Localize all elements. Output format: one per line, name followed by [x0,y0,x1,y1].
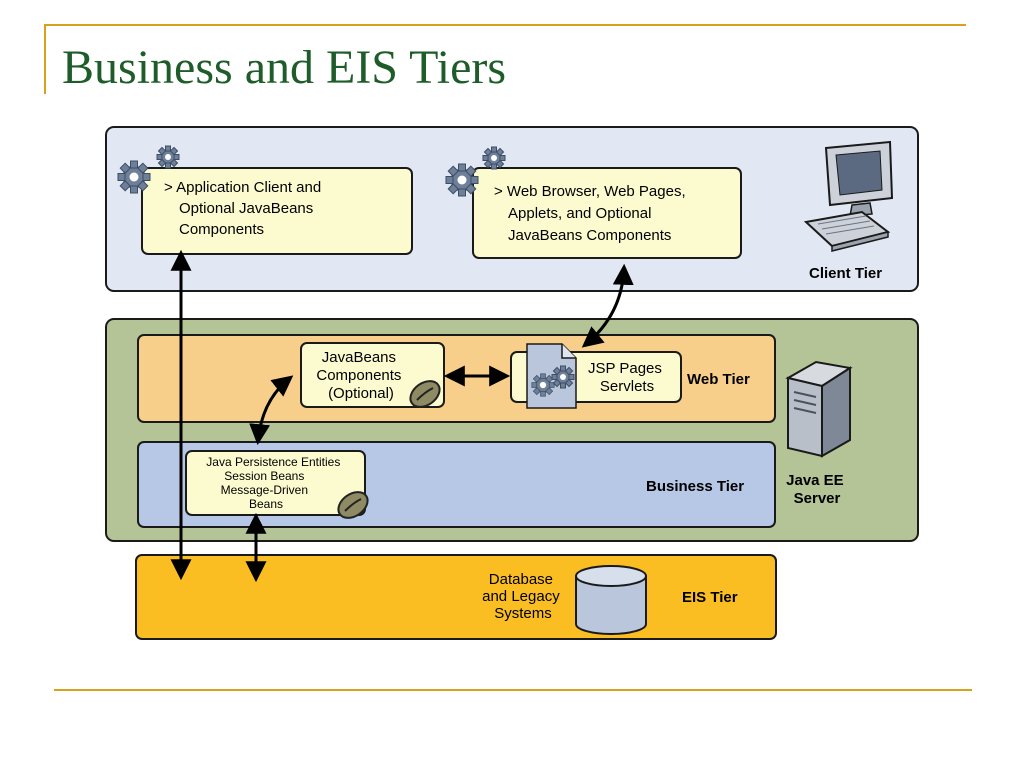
client-tier-label: Client Tier [809,265,882,282]
business-beans-line: Session Beans [224,469,304,483]
application-client-box: > Application Client and Optional JavaBe… [141,167,413,255]
top-left-rule [44,24,46,94]
eis-tier-label: EIS Tier [682,589,738,606]
business-beans-line: Message-Driven [221,483,308,497]
web-tier-label: Web Tier [687,371,750,388]
svg-text:Java EE Server: Java EE Server [786,472,848,507]
business-tier-label: Business Tier [646,478,744,495]
gear-icon [445,163,479,197]
computer-icon [803,140,894,252]
client-tier: > Application Client and Optional JavaBe… [105,126,919,292]
database-line: Systems [494,605,552,622]
business-to-javabeans-arrow [249,375,294,446]
slide-title: Business and EIS Tiers [62,41,507,94]
app-client-line: Optional JavaBeans [179,200,313,217]
svg-text:> Web Browser, Web Pages,: > Web Browser, Web Pages, Applets, and O… [494,183,690,244]
web-browser-line: Applets, and Optional [508,205,651,222]
javabeans-line: JavaBeans [322,349,396,366]
javabeans-line: (Optional) [328,385,394,402]
database-line: and Legacy [482,588,560,605]
eis-tier: Database and Legacy Systems EIS Tier [135,554,777,640]
business-beans-box: Java Persistence Entities Session Beans … [185,450,366,516]
app-client-line: > Application Client and [164,179,321,196]
jsp-to-browser-arrow [581,263,634,348]
svg-text:> Application Client and: > Application Client and Optional JavaBe… [164,179,325,238]
database-icon [575,565,647,635]
svg-text:Database and Legacy: Database and Legacy Systems [482,571,564,622]
business-beans-line: Java Persistence Entities [206,455,340,469]
web-browser-line: > Web Browser, Web Pages, [494,183,686,200]
server-icon [785,360,853,458]
connectors [170,249,634,583]
jsp-line: JSP Pages [588,360,662,377]
top-rule [44,24,966,26]
gear-icon [482,146,506,170]
bottom-rule [54,689,972,691]
jsp-line: Servlets [600,378,654,395]
svg-text:Java Persistence Entities: Java Persistence Entities Session Beans … [206,455,343,511]
svg-text:JSP Pages Servlets: JSP Pages Servlets [588,360,666,395]
web-browser-box: > Web Browser, Web Pages, Applets, and O… [472,167,742,259]
database-line: Database [489,571,553,588]
java-ee-server-label: Java EE [786,472,844,489]
java-ee-server-label: Server [794,490,841,507]
javabeans-line: Components [316,367,401,384]
javabeans-components-box: JavaBeans Components (Optional) [300,342,445,408]
gear-icon [551,365,575,389]
web-browser-line: JavaBeans Components [508,227,671,244]
business-beans-line: Beans [249,497,283,511]
svg-text:JavaBeans Components: JavaBeans Components (Optional) [316,349,405,402]
gear-icon [531,373,555,397]
gear-icon [117,160,151,194]
gear-icon [156,145,180,169]
app-client-line: Components [179,221,264,238]
